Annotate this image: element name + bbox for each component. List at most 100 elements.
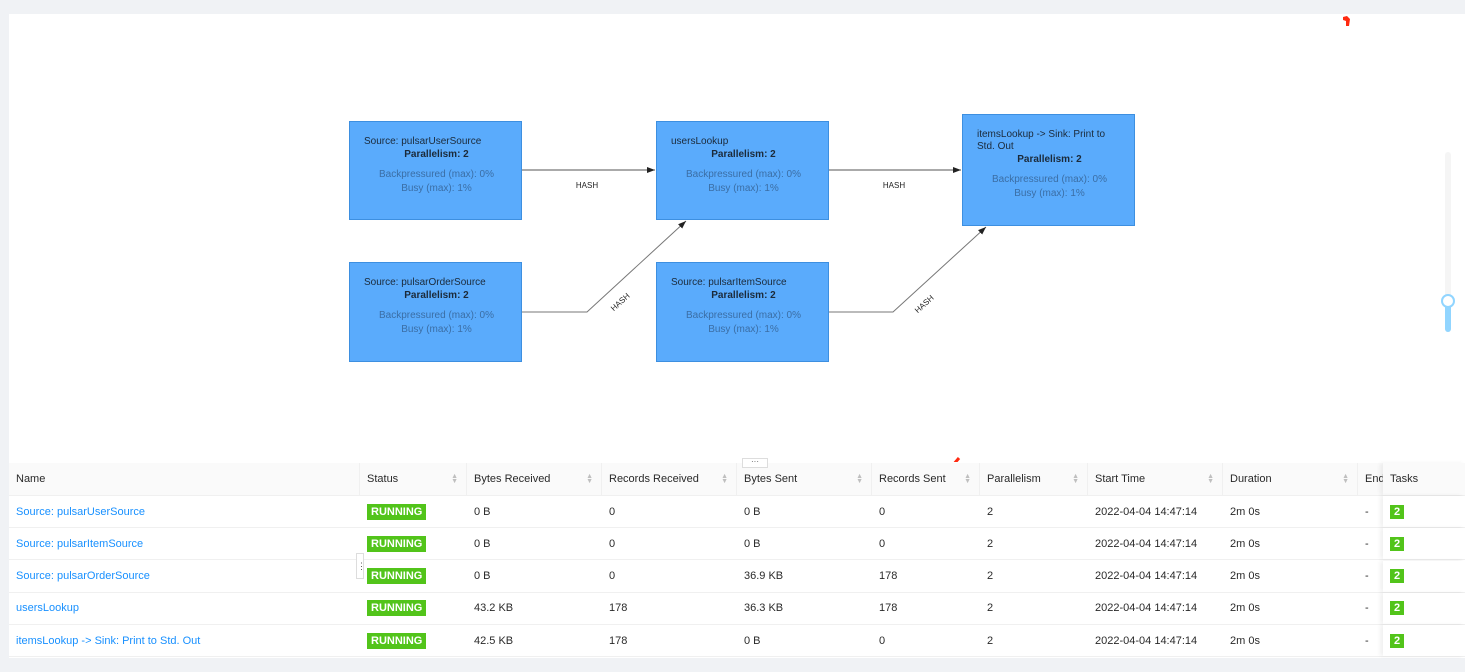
- cell-value: -: [1365, 570, 1369, 583]
- cell-start-time: 2022-04-04 14:47:14: [1088, 496, 1223, 527]
- annotation-mark: [1343, 16, 1350, 26]
- cell-value: 178: [879, 570, 898, 583]
- cell-status: RUNNING: [360, 528, 467, 559]
- cell-value: 0: [609, 537, 616, 550]
- zoom-slider-handle[interactable]: [1441, 294, 1455, 309]
- cell-records-received: 0: [602, 561, 737, 592]
- column-header-label: Records Sent: [879, 473, 946, 485]
- cell-value: 2022-04-04 14:47:14: [1095, 602, 1198, 615]
- cell-value: 42.5 KB: [474, 634, 514, 647]
- cell-value: 178: [609, 602, 628, 615]
- sort-icon[interactable]: ▲▼: [856, 473, 863, 485]
- cell-end-time: -: [1358, 625, 1388, 656]
- task-count-badge[interactable]: 2: [1390, 569, 1405, 584]
- cell-tasks: 2: [1383, 560, 1465, 592]
- status-badge: RUNNING: [367, 503, 427, 520]
- task-count-badge[interactable]: 2: [1390, 536, 1405, 551]
- sort-icon[interactable]: ▲▼: [451, 473, 458, 485]
- column-header-status[interactable]: Status▲▼: [360, 463, 467, 495]
- cell-tasks: 2: [1383, 528, 1465, 560]
- cell-bytes-sent: 0 B: [737, 528, 872, 559]
- graph-node-pulsar-item-source[interactable]: Source: pulsarItemSource Parallelism: 2 …: [656, 262, 829, 362]
- cell-name: Source: pulsarItemSource: [9, 528, 360, 559]
- vertex-name-link[interactable]: Source: pulsarOrderSource: [16, 570, 150, 583]
- sort-icon[interactable]: ▲▼: [1207, 473, 1214, 485]
- job-graph-canvas[interactable]: HASH HASH HASH HASH Source: pulsarUserSo…: [9, 14, 1465, 462]
- cell-value: 2: [987, 634, 994, 647]
- zoom-slider[interactable]: [1441, 152, 1455, 332]
- cell-value: 0 B: [744, 537, 761, 550]
- cell-value: 36.3 KB: [744, 602, 784, 615]
- cell-value: 2: [987, 537, 994, 550]
- column-header-label: Name: [16, 473, 46, 485]
- cell-records-received: 178: [602, 625, 737, 656]
- column-header-label: Bytes Sent: [744, 473, 798, 485]
- column-header-records-sent[interactable]: Records Sent ▲▼: [872, 463, 980, 495]
- sort-icon[interactable]: ▲▼: [1072, 473, 1079, 485]
- cell-duration: 2m 0s: [1223, 593, 1358, 624]
- column-header-records-received[interactable]: Records Received▲▼: [602, 463, 737, 495]
- task-count-badge[interactable]: 2: [1390, 601, 1405, 616]
- cell-start-time: 2022-04-04 14:47:14: [1088, 593, 1223, 624]
- table-row[interactable]: itemsLookup -> Sink: Print to Std. Out RU…: [9, 625, 1465, 658]
- cell-status: RUNNING: [360, 625, 467, 656]
- cell-value: 2022-04-04 14:47:14: [1095, 634, 1198, 647]
- column-header-duration[interactable]: Duration▲▼: [1223, 463, 1358, 495]
- column-resize-handle[interactable]: ⋮: [356, 553, 366, 579]
- column-header-start-time[interactable]: Start Time ▲▼: [1088, 463, 1223, 495]
- graph-edges: HASH HASH HASH HASH: [521, 16, 1350, 462]
- cell-value: 2022-04-04 14:47:14: [1095, 537, 1198, 550]
- cell-start-time: 2022-04-04 14:47:14: [1088, 561, 1223, 592]
- cell-value: 178: [609, 634, 628, 647]
- cell-parallelism: 2: [980, 528, 1088, 559]
- sort-icon[interactable]: ▲▼: [721, 473, 728, 485]
- status-badge: RUNNING: [367, 632, 427, 649]
- column-header-bytes-received[interactable]: Bytes Received▲▼: [467, 463, 602, 495]
- cell-records-received: 0: [602, 528, 737, 559]
- cell-records-received: 178: [602, 593, 737, 624]
- column-header-bytes-sent[interactable]: Bytes Sent ▲▼: [737, 463, 872, 495]
- cell-tasks: 2: [1383, 496, 1465, 527]
- cell-bytes-sent: 36.3 KB: [737, 593, 872, 624]
- column-header-label: Start Time: [1095, 473, 1146, 485]
- cell-start-time: 2022-04-04 14:47:14: [1088, 528, 1223, 559]
- status-badge: RUNNING: [367, 535, 427, 552]
- column-header-name[interactable]: Name: [9, 463, 360, 495]
- graph-node-pulsar-order-source[interactable]: Source: pulsarOrderSource Parallelism: 2…: [349, 262, 522, 362]
- task-count-badge[interactable]: 2: [1390, 504, 1405, 519]
- task-count-badge[interactable]: 2: [1390, 633, 1405, 648]
- graph-node-users-lookup[interactable]: usersLookup Parallelism: 2 Backpressured…: [656, 121, 829, 220]
- node-backpressure: Backpressured (max): 0%: [685, 310, 802, 321]
- cell-name: itemsLookup -> Sink: Print to Std. Out: [9, 625, 360, 656]
- cell-records-sent: 178: [872, 593, 980, 624]
- column-header-tasks: Tasks: [1383, 463, 1465, 495]
- cell-end-time: -: [1358, 593, 1388, 624]
- cell-status: RUNNING: [360, 561, 467, 592]
- cell-value: 2m 0s: [1230, 602, 1260, 615]
- cell-records-sent: 178: [872, 561, 980, 592]
- vertex-name-link[interactable]: usersLookup: [16, 602, 79, 615]
- panel-resize-handle[interactable]: ···: [742, 458, 768, 468]
- node-backpressure: Backpressured (max): 0%: [991, 174, 1108, 185]
- cell-duration: 2m 0s: [1223, 625, 1358, 656]
- vertex-name-link[interactable]: Source: pulsarUserSource: [16, 505, 146, 518]
- graph-node-pulsar-user-source[interactable]: Source: pulsarUserSource Parallelism: 2 …: [349, 121, 522, 220]
- node-backpressure: Backpressured (max): 0%: [685, 169, 802, 180]
- sort-icon[interactable]: ▲▼: [964, 473, 971, 485]
- sort-icon[interactable]: ▲▼: [1342, 473, 1349, 485]
- cell-value: 36.9 KB: [744, 570, 784, 583]
- sort-icon[interactable]: ▲▼: [586, 473, 593, 485]
- vertex-name-link[interactable]: Source: pulsarItemSource: [16, 537, 144, 550]
- graph-node-items-lookup-sink[interactable]: itemsLookup -> Sink: Print to Std. Out P…: [962, 114, 1135, 226]
- node-parallelism: Parallelism: 2: [711, 290, 776, 301]
- column-header-label: Tasks: [1390, 473, 1419, 485]
- vertex-name-link[interactable]: itemsLookup -> Sink: Print to Std. Out: [16, 634, 201, 647]
- column-header-parallelism[interactable]: Parallelism▲▼: [980, 463, 1088, 495]
- edge-label: HASH: [913, 293, 936, 315]
- cell-value: 2: [987, 602, 994, 615]
- node-busy: Busy (max): 1%: [401, 324, 472, 335]
